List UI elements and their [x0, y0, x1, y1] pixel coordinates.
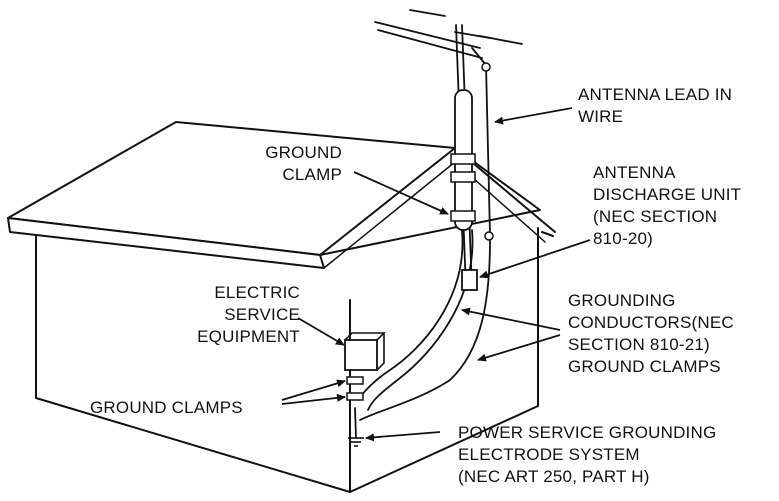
arrow-grounding-2 [477, 334, 561, 362]
antenna-insulator [481, 62, 491, 72]
arrow-discharge-unit [479, 239, 591, 279]
ground-clamp-base-1 [346, 376, 364, 385]
antenna [374, 9, 523, 291]
antenna-discharge-unit [461, 269, 478, 291]
label-grounding-conductors: GROUNDING CONDUCTORS(NEC SECTION 810-21)… [568, 291, 734, 376]
ground-clamp-lower [450, 210, 476, 222]
ground-rod [354, 407, 357, 439]
house-front-wall [35, 227, 351, 493]
ground-clamp-upper [450, 153, 476, 165]
ground-clamp-base-2 [346, 392, 364, 401]
arrow-service-equipment [297, 317, 345, 346]
label-antenna-lead-in-wire: ANTENNA LEAD IN WIRE [578, 85, 733, 126]
electric-service-box [344, 339, 378, 371]
ground-clamp-middle [450, 171, 476, 183]
house-side-wall [349, 227, 539, 493]
ground-symbol [348, 437, 364, 447]
arrow-lead-in [494, 107, 573, 125]
arrow-power-service [365, 431, 441, 442]
label-ground-clamps: GROUND CLAMPS [90, 398, 243, 417]
arrow-ground-clamps-2 [281, 393, 346, 405]
arrow-grounding-1 [461, 307, 561, 331]
grounding-conductor [357, 229, 464, 401]
arrow-ground-clamp [353, 171, 449, 215]
arrow-ground-clamps-1 [281, 379, 346, 401]
label-antenna-discharge-unit: ANTENNA DISCHARGE UNIT (NEC SECTION 810-… [593, 163, 742, 248]
lead-in-wire [359, 239, 491, 421]
label-ground-clamp: GROUND CLAMP [265, 143, 342, 184]
label-electric-service-equipment: ELECTRIC SERVICE EQUIPMENT [197, 283, 300, 346]
mast-standoff [484, 231, 494, 241]
label-power-service-grounding: POWER SERVICE GROUNDING ELECTRODE SYSTEM… [458, 423, 717, 486]
